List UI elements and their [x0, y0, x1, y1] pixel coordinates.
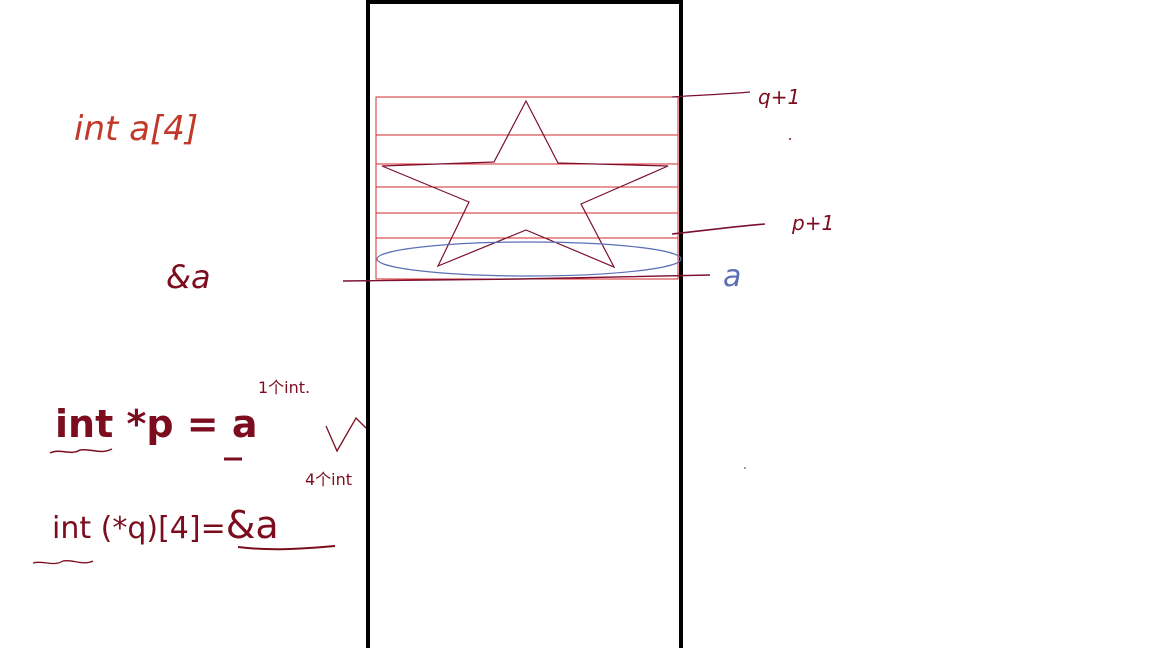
- code-line-2-left: int (*q)[4]=: [52, 511, 226, 546]
- p-plus-pointer-line: [671, 223, 766, 235]
- code-line-1-underline: [49, 448, 113, 454]
- p-plus-one-label: p+1: [791, 211, 834, 235]
- array-declaration-label: int a[4]: [74, 109, 198, 149]
- code-line-2-squiggle: [32, 559, 94, 565]
- stray-dot: [744, 467, 746, 469]
- q-plus-pointer-line: [671, 91, 751, 98]
- code-line-1-note: 1个int.: [258, 378, 310, 397]
- code-line-1-left: int *p =: [55, 402, 232, 446]
- first-element-ellipse: [376, 241, 682, 277]
- stray-dot: [789, 138, 791, 140]
- array-cells: [375, 96, 679, 280]
- q-plus-one-label: q+1: [758, 85, 800, 109]
- code-line-2-note: 4个int: [305, 470, 352, 489]
- code-line-1-var: a: [232, 402, 258, 446]
- code-line-1: int *p = a: [55, 402, 258, 446]
- star-shape: [381, 99, 669, 269]
- code-line-2-var: &a: [226, 503, 279, 547]
- checkmark: [325, 416, 367, 453]
- memory-block: [366, 0, 683, 648]
- base-pointer-line: [342, 274, 711, 282]
- code-line-2-underline: [237, 545, 336, 551]
- a-right-label: a: [723, 259, 741, 294]
- code-line-2: int (*q)[4]=&a: [52, 503, 279, 547]
- address-of-array-label: &a: [166, 258, 211, 296]
